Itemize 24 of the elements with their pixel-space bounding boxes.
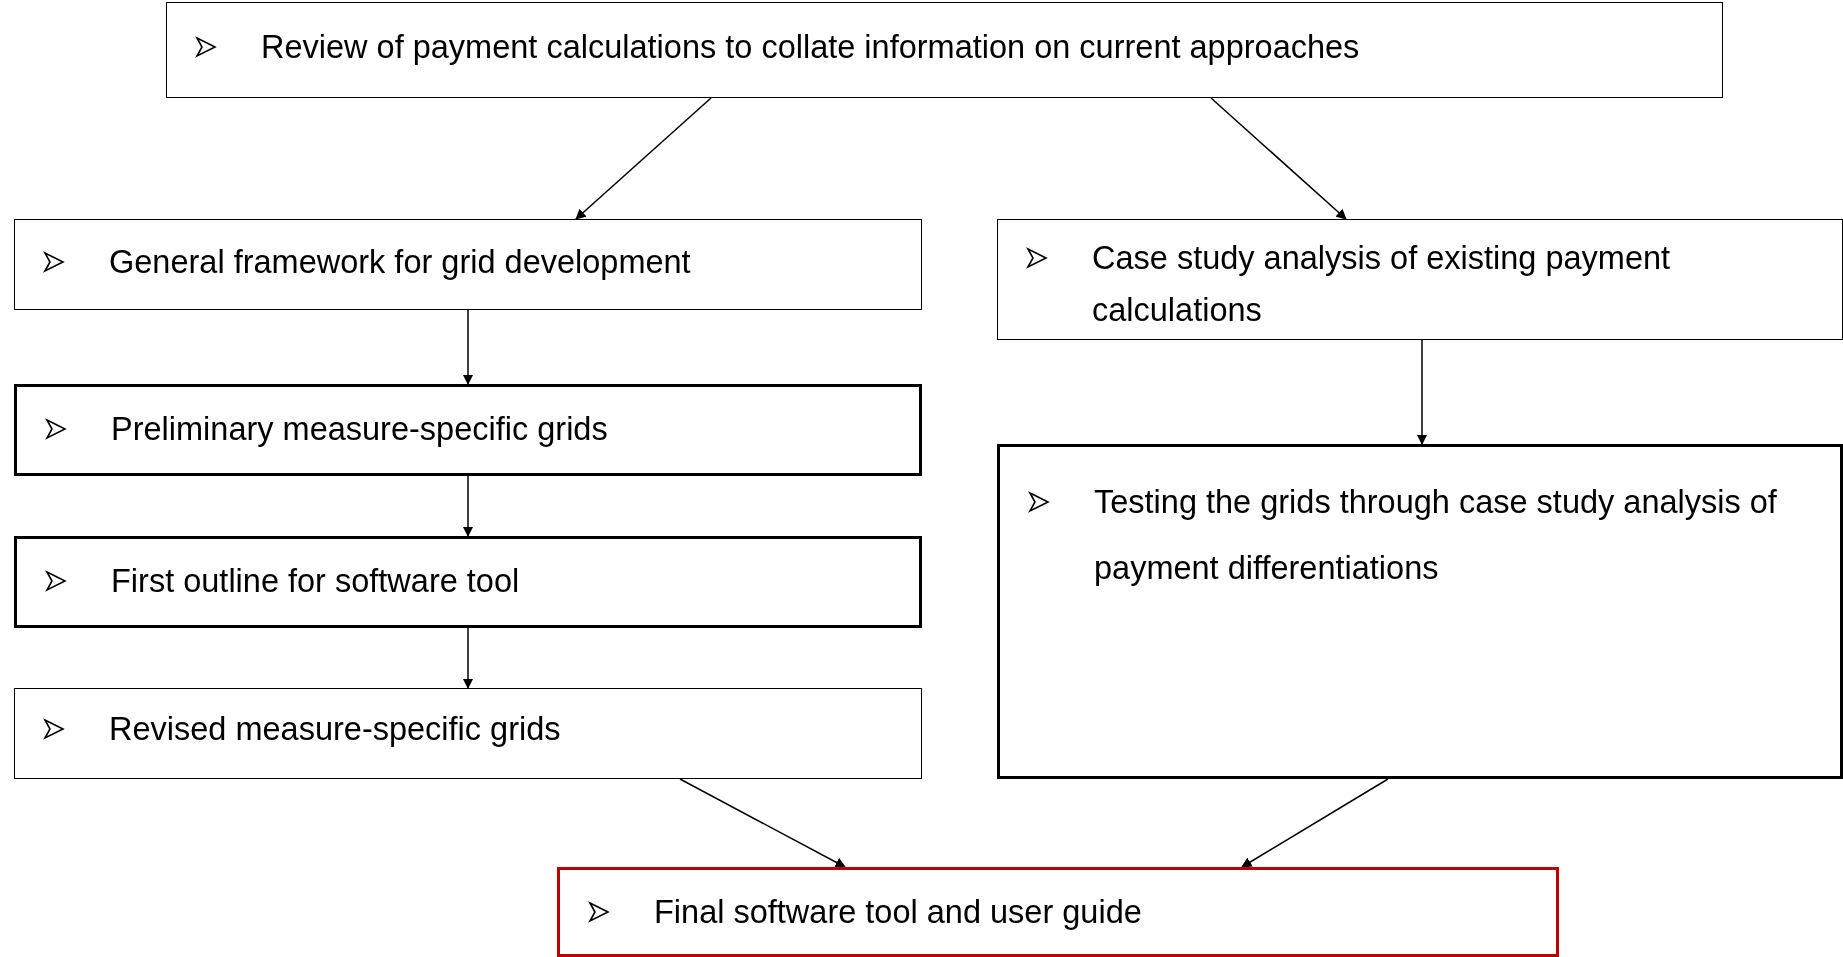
process-box bbox=[14, 688, 922, 779]
step-text: First outline for software tool bbox=[111, 562, 521, 601]
step-text: Final software tool and user guide bbox=[654, 893, 1143, 932]
process-box bbox=[997, 444, 1843, 779]
process-box bbox=[557, 867, 1559, 957]
process-box bbox=[14, 219, 922, 310]
arrow bbox=[1210, 97, 1347, 220]
step-text: Preliminary measure-specific grids bbox=[111, 410, 609, 449]
arrow bbox=[462, 309, 474, 386]
process-box bbox=[997, 219, 1843, 340]
process-box bbox=[14, 384, 922, 476]
process-box bbox=[166, 2, 1723, 98]
step-text: General framework for grid development bbox=[109, 243, 692, 282]
step-text: Revised measure-specific grids bbox=[109, 710, 562, 749]
arrow bbox=[462, 627, 474, 690]
arrow bbox=[575, 97, 712, 220]
step-text: Review of payment calculations to collate information on current approaches bbox=[261, 28, 1361, 67]
step-text: Case study analysis of existing payment calculations bbox=[1092, 239, 1672, 330]
arrow bbox=[679, 778, 846, 868]
arrow bbox=[1241, 778, 1389, 868]
arrow bbox=[462, 475, 474, 538]
step-text: Testing the grids through case study analysis of payment differentiations bbox=[1094, 483, 1778, 588]
arrow bbox=[1416, 339, 1428, 446]
process-box bbox=[14, 536, 922, 628]
